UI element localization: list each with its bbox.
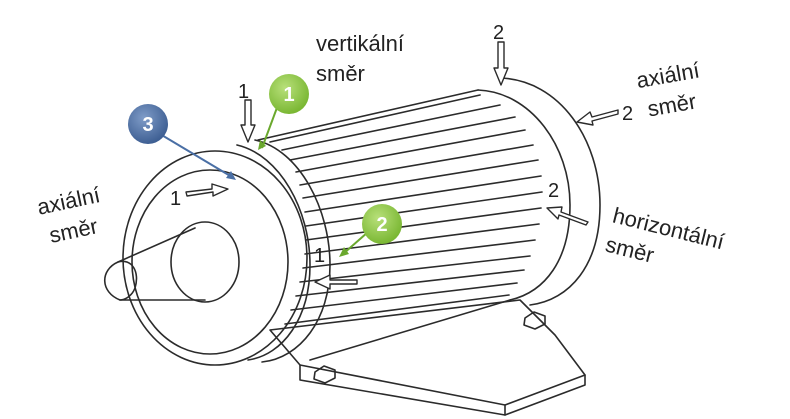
badge-3-label: 3	[142, 114, 153, 136]
point-1-vertical-number: 1	[238, 81, 249, 103]
base-bolt-left	[313, 365, 336, 384]
badge-1	[269, 74, 309, 114]
axial-left-label-line2: směr	[47, 213, 100, 248]
axial-right-label-line2: směr	[646, 88, 698, 121]
badge-1-group: 1	[258, 74, 309, 150]
vertical-direction-label-line1: vertikální	[316, 31, 404, 56]
point-1-axial-number: 1	[170, 188, 181, 210]
badge-1-label: 1	[283, 84, 294, 106]
horizontal-label-line2: směr	[603, 232, 656, 268]
rear-end-cap	[499, 77, 601, 306]
axial-right-label-line1: axiální	[634, 57, 701, 93]
front-end-shield	[103, 150, 308, 366]
arrow-1-axial	[185, 183, 229, 197]
arrow-2-axial	[576, 109, 619, 126]
motor-body	[236, 77, 601, 363]
point-2-axial-number: 2	[622, 103, 633, 125]
arrow-2-vertical	[493, 41, 509, 86]
cooling-fins	[269, 94, 543, 325]
point-numbers: 1 1 1 2 2 2	[170, 22, 633, 267]
badge-2	[362, 204, 402, 244]
front-flange-outer	[254, 139, 331, 363]
badge-3-group: 3	[128, 104, 236, 180]
vertical-direction-label-line2: směr	[316, 61, 365, 86]
arrow-1-horizontal	[314, 274, 358, 290]
measurement-arrows	[185, 41, 619, 290]
shaft	[103, 227, 206, 301]
arrow-1-vertical	[240, 99, 256, 143]
badge-3	[128, 104, 168, 144]
point-1-horizontal-number: 1	[314, 245, 325, 267]
point-2-horizontal-number: 2	[548, 180, 559, 202]
badge-2-group: 2	[339, 204, 402, 257]
badge-2-label: 2	[376, 214, 387, 236]
base-bolt-right	[523, 311, 546, 330]
arrow-2-horizontal	[546, 206, 589, 226]
mounting-base	[269, 299, 586, 416]
point-2-vertical-number: 2	[493, 22, 504, 44]
